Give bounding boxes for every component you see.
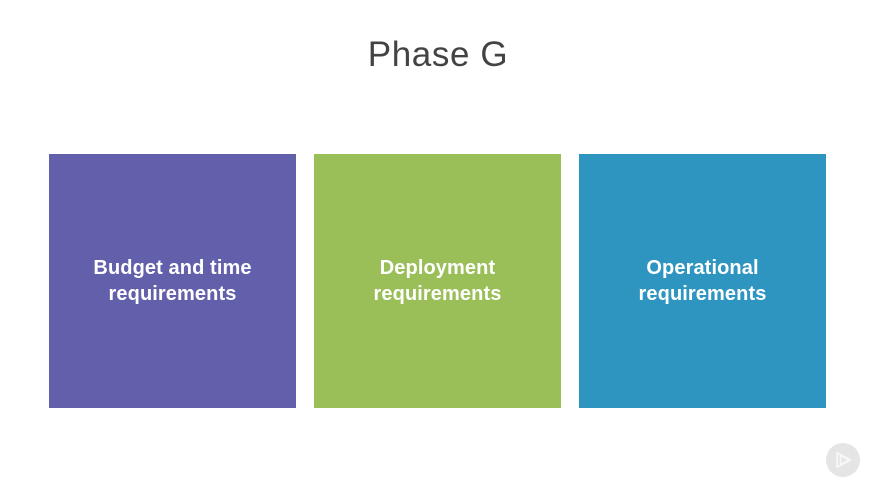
card-operational[interactable]: Operational requirements — [579, 154, 826, 408]
card-deployment[interactable]: Deployment requirements — [314, 154, 561, 408]
card-budget-and-time-label: Budget and time requirements — [93, 257, 252, 305]
card-budget-and-time[interactable]: Budget and time requirements — [49, 154, 296, 408]
card-operational-label: Operational requirements — [638, 257, 767, 305]
page-title: Phase G — [367, 35, 509, 74]
card-row: Budget and time requirements Deployment … — [49, 154, 826, 408]
play-triangle-in-circle-logo-icon — [826, 443, 860, 477]
card-deployment-label: Deployment requirements — [373, 257, 502, 305]
